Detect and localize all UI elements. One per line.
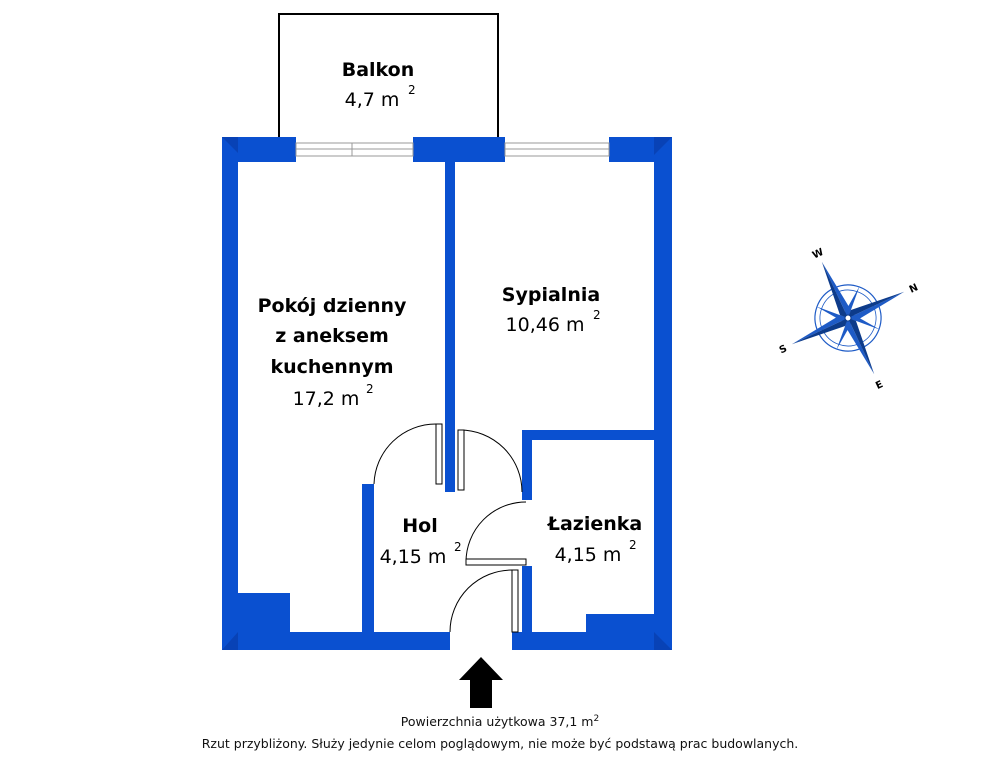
- sypialnia-area-exp: 2: [593, 308, 601, 322]
- compass-w: W: [811, 247, 826, 262]
- hol-area-exp: 2: [454, 540, 462, 554]
- label-pokoj: Pokój dzienny z aneksem kuchennym 17,2 m…: [258, 295, 407, 410]
- windows: [295, 142, 610, 157]
- outer-walls: [222, 137, 672, 650]
- sypialnia-name: Sypialnia: [502, 284, 600, 306]
- pokoj-name-line-2: z aneksem: [275, 325, 389, 347]
- balkon-area-exp: 2: [408, 83, 416, 97]
- interior-walls: [362, 155, 656, 634]
- doors: [373, 423, 527, 633]
- lazienka-name: Łazienka: [547, 513, 642, 535]
- usable-area-text: Powierzchnia użytkowa 37,1 m: [400, 714, 594, 730]
- compass-n: N: [908, 282, 920, 296]
- label-hol: Hol 4,15 m 2: [380, 515, 462, 568]
- pokoj-area: 17,2 m: [293, 388, 360, 410]
- compass-rose-icon: W N E S: [778, 247, 920, 392]
- sypialnia-area: 10,46 m: [506, 314, 585, 336]
- balcony: [278, 13, 499, 139]
- entrance-arrow: [459, 657, 503, 708]
- usable-area-note: Powierzchnia użytkowa 37,1 m2: [0, 714, 1000, 729]
- hol-area: 4,15 m: [380, 546, 447, 568]
- label-balkon: Balkon 4,7 m 2: [342, 59, 416, 111]
- disclaimer: Rzut przybliżony. Służy jedynie celom po…: [201, 736, 799, 751]
- label-lazienka: Łazienka 4,15 m 2: [547, 513, 642, 566]
- compass-e: E: [874, 379, 885, 392]
- label-sypialnia: Sypialnia 10,46 m 2: [502, 284, 601, 336]
- hol-name: Hol: [402, 515, 437, 537]
- usable-area-exp: 2: [593, 714, 600, 724]
- pokoj-name-line-1: Pokój dzienny: [258, 295, 407, 317]
- balkon-area: 4,7 m: [345, 89, 400, 111]
- pokoj-area-exp: 2: [366, 382, 374, 396]
- pokoj-name-line-3: kuchennym: [270, 356, 393, 378]
- balkon-name: Balkon: [342, 59, 415, 81]
- lazienka-area-exp: 2: [629, 538, 637, 552]
- lazienka-area: 4,15 m: [555, 544, 622, 566]
- wall-corner-shading: [222, 137, 672, 650]
- compass-s: S: [778, 343, 789, 356]
